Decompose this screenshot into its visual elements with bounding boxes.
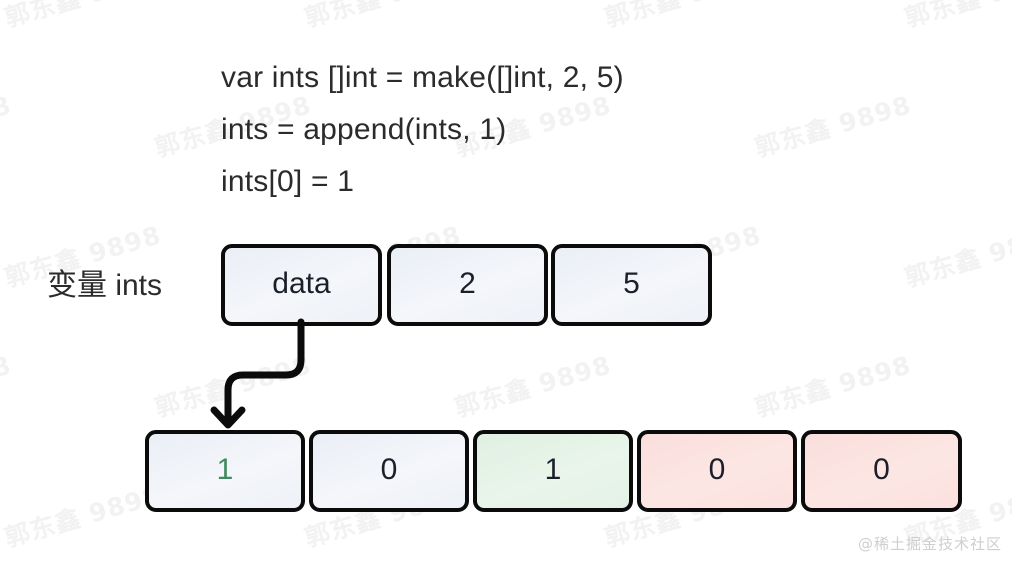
source-credit: @稀土掘金技术社区 xyxy=(857,535,1002,553)
array-cell-1: 0 xyxy=(309,430,469,512)
array-cell-2-value: 1 xyxy=(544,453,562,486)
array-cell-4: 0 xyxy=(801,430,962,512)
array-cell-4-value: 0 xyxy=(873,453,890,486)
array-cell-3: 0 xyxy=(637,430,797,512)
slice-header-field-len: 2 xyxy=(387,244,548,326)
array-cell-3-value: 0 xyxy=(708,453,726,486)
data-pointer-arrow xyxy=(190,318,350,438)
array-cell-0: 1 xyxy=(145,430,305,512)
array-cell-0-value: 1 xyxy=(216,453,234,486)
slice-header-field-data: data xyxy=(221,244,382,326)
array-cell-1-value: 0 xyxy=(380,453,398,486)
slice-header-len-value: 2 xyxy=(459,267,476,300)
variable-label: 变量 ints xyxy=(47,269,163,302)
array-cell-2: 1 xyxy=(473,430,633,512)
arrowhead-icon xyxy=(210,406,246,429)
slice-header-field-cap: 5 xyxy=(551,244,712,326)
code-snippet: var ints []int = make([]int, 2, 5) ints … xyxy=(221,52,781,208)
slice-header-cap-value: 5 xyxy=(623,267,640,300)
code-line-2: ints = append(ints, 1) xyxy=(221,113,507,146)
slice-header-data-value: data xyxy=(272,267,331,300)
pointer-path xyxy=(224,318,305,426)
data-pointer-arrow-svg xyxy=(210,318,305,429)
code-line-3: ints[0] = 1 xyxy=(221,165,355,198)
code-line-1: var ints []int = make([]int, 2, 5) xyxy=(221,61,624,94)
